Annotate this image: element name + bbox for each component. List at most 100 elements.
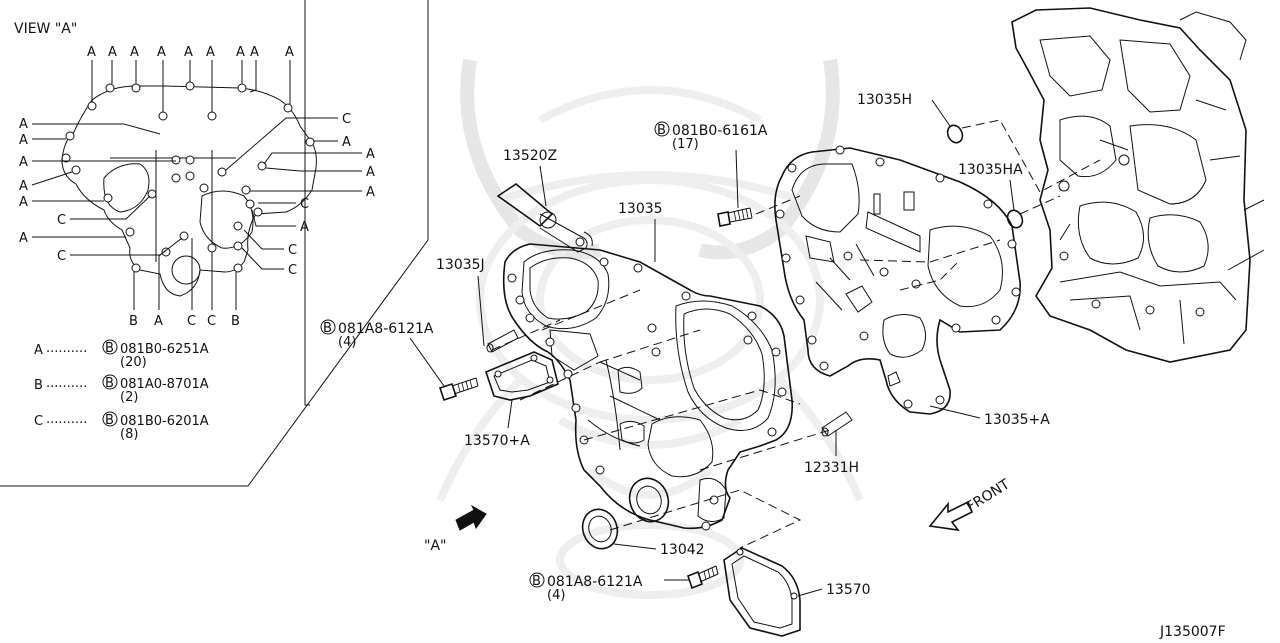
svg-text:081B0-6201A: 081B0-6201A <box>120 414 209 429</box>
label-bolt-081b0: 081B0-6161A <box>672 123 768 139</box>
front-label: FRONT <box>964 476 1013 515</box>
svg-text:(20): (20) <box>120 355 147 370</box>
label-12331h: 12331H <box>804 460 859 476</box>
cover-bolt-holes <box>507 237 787 531</box>
label-bolt-081a8-bottom: 081A8-6121A <box>547 574 643 590</box>
bolt-marker-icon <box>529 572 545 588</box>
svg-text:A: A <box>366 147 375 162</box>
svg-text:B: B <box>657 123 666 138</box>
svg-text:C: C <box>288 263 297 278</box>
svg-text:C: C <box>300 197 309 212</box>
svg-text:A: A <box>285 45 294 60</box>
diagram-id: J135007F <box>1159 624 1226 639</box>
bolt-081a8-top-icon <box>438 377 479 402</box>
front-oil-seal-13042 <box>581 477 670 550</box>
svg-text:A: A <box>300 220 309 235</box>
svg-text:B: B <box>532 574 541 589</box>
view-a-left-callouts: A A A A A C A C <box>19 117 183 264</box>
svg-text:C: C <box>34 414 43 429</box>
bolt-marker-icon <box>102 411 118 427</box>
svg-text:C: C <box>57 213 66 228</box>
view-a-bolt-holes <box>61 81 315 273</box>
bolt-081b0-icon <box>717 207 753 227</box>
svg-text:C: C <box>187 314 196 329</box>
front-direction-arrow-icon: FRONT <box>928 476 1013 532</box>
view-a-border <box>0 0 429 487</box>
svg-text:A: A <box>130 45 139 60</box>
legend-row-b: B .......... B 081A0-8701A (2) <box>34 374 209 405</box>
label-13035j: 13035J <box>436 257 485 273</box>
camshaft-sensor-13520z <box>496 183 593 253</box>
bolt-marker-icon <box>654 121 670 137</box>
part-labels: 13520Z 13035 13035J B 081A8-6121A (4) B … <box>320 92 1050 603</box>
gasket-13570a <box>485 351 559 401</box>
bolt-marker-icon <box>320 319 336 335</box>
svg-text:A: A <box>154 314 163 329</box>
bolt-marker-icon <box>102 374 118 390</box>
svg-text:081B0-6251A: 081B0-6251A <box>120 342 209 357</box>
svg-text:..........: .......... <box>46 341 87 356</box>
svg-text:(4): (4) <box>338 335 356 350</box>
label-13042: 13042 <box>660 542 705 558</box>
svg-text:C: C <box>342 112 351 127</box>
label-13570: 13570 <box>826 582 871 598</box>
svg-text:B: B <box>105 376 114 391</box>
svg-text:A: A <box>236 45 245 60</box>
label-13035h: 13035H <box>857 92 912 108</box>
svg-text:B: B <box>231 314 240 329</box>
svg-text:A: A <box>184 45 193 60</box>
svg-text:A: A <box>108 45 117 60</box>
view-a-top-callouts: A A A A A A A A A <box>87 45 294 112</box>
svg-text:A: A <box>19 155 28 170</box>
label-13520z: 13520Z <box>503 148 557 164</box>
svg-text:A: A <box>19 133 28 148</box>
svg-text:A: A <box>19 195 28 210</box>
o-ring-13035h-icon <box>946 124 964 144</box>
svg-text:A: A <box>34 343 43 358</box>
svg-text:C: C <box>288 243 297 258</box>
assembly-lines <box>491 119 1101 549</box>
svg-text:B: B <box>34 378 43 393</box>
engine-block-holes <box>1058 154 1205 317</box>
svg-text:A: A <box>366 165 375 180</box>
view-a-right-callouts: C A A A A C A C C <box>225 112 375 278</box>
svg-text:A: A <box>366 185 375 200</box>
view-a-bottom-callouts: B A C C B <box>129 238 240 329</box>
svg-text:(8): (8) <box>120 427 138 442</box>
view-a-panel: VIEW "A" <box>0 0 429 487</box>
legend-row-c: C .......... B 081B0-6201A (8) <box>34 411 209 442</box>
svg-text:(2): (2) <box>120 390 138 405</box>
svg-text:B: B <box>105 413 114 428</box>
engine-block <box>1011 7 1265 363</box>
svg-text:A: A <box>19 179 28 194</box>
label-13035: 13035 <box>618 201 663 217</box>
svg-text:B: B <box>105 341 114 356</box>
front-timing-cover <box>502 237 793 531</box>
svg-text:A: A <box>206 45 215 60</box>
svg-text:A: A <box>157 45 166 60</box>
svg-text:A: A <box>342 135 351 150</box>
view-a-title: VIEW "A" <box>14 21 77 37</box>
label-13570a: 13570+A <box>464 433 530 449</box>
svg-text:B: B <box>129 314 138 329</box>
svg-text:(4): (4) <box>547 588 565 603</box>
view-a-arrow-icon <box>455 504 487 531</box>
svg-text:A: A <box>87 45 96 60</box>
label-bolt-081a8-top: 081A8-6121A <box>338 321 434 337</box>
bolt-legend: A .......... B 081B0-6251A (20) B ......… <box>34 339 209 442</box>
svg-text:A: A <box>250 45 259 60</box>
svg-text:..........: .......... <box>46 376 87 391</box>
view-a-reference: "A" <box>424 538 446 554</box>
svg-text:(17): (17) <box>672 137 699 152</box>
bolt-marker-icon <box>102 339 118 355</box>
legend-row-a: A .......... B 081B0-6251A (20) <box>34 339 209 370</box>
gasket-13570 <box>723 547 801 637</box>
svg-text:A: A <box>19 231 28 246</box>
svg-text:A: A <box>19 117 28 132</box>
label-13035ha: 13035HA <box>958 162 1023 178</box>
svg-text:B: B <box>323 321 332 336</box>
label-13035a: 13035+A <box>984 412 1050 428</box>
svg-text:..........: .......... <box>46 412 87 427</box>
